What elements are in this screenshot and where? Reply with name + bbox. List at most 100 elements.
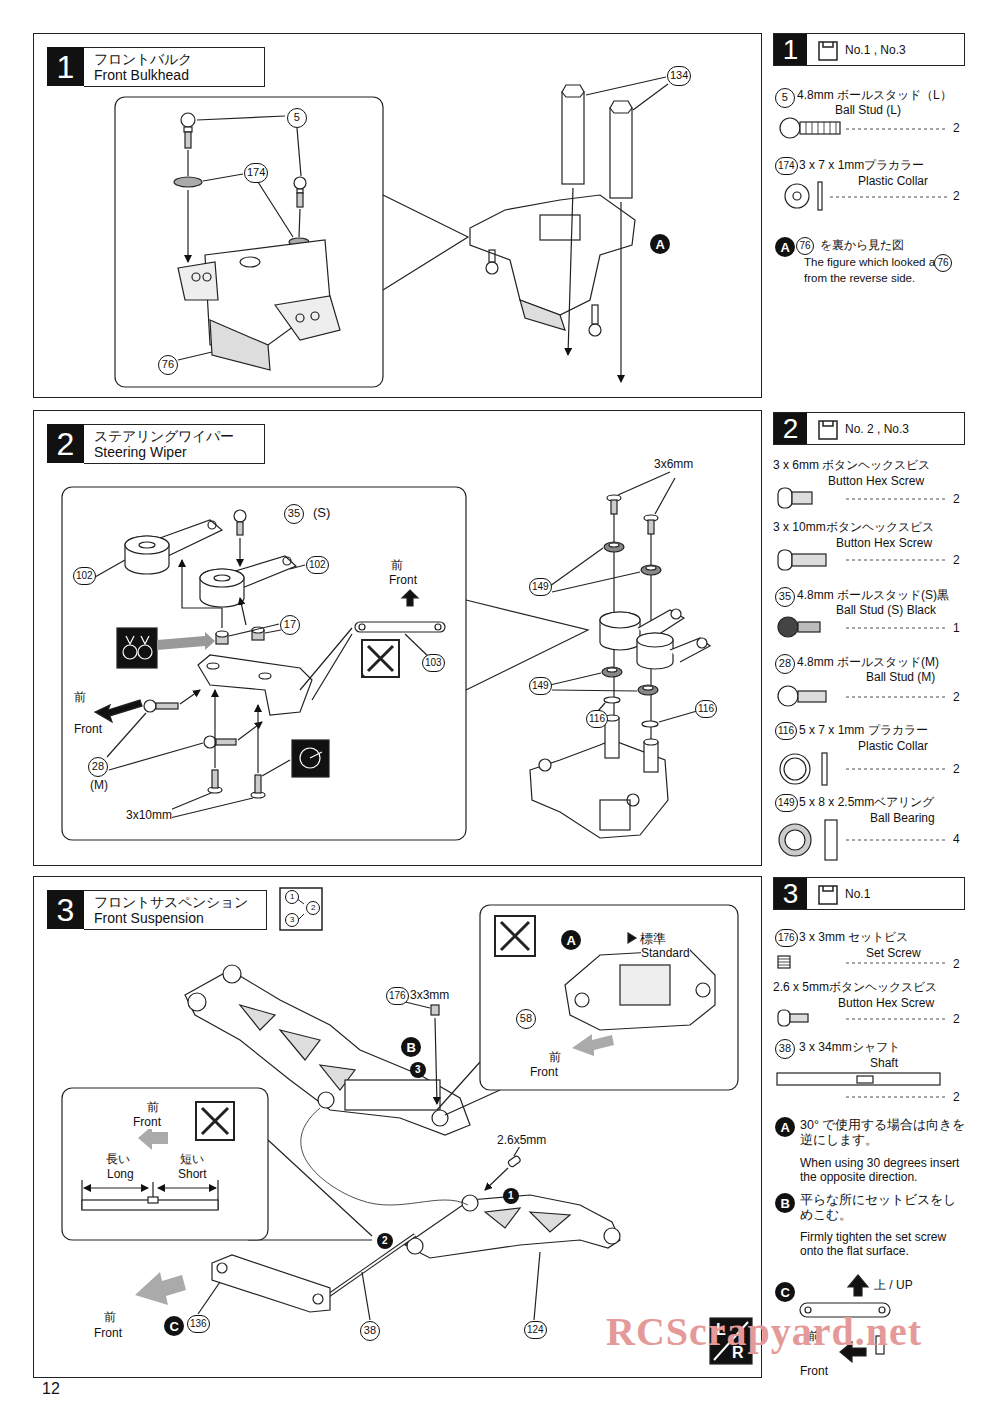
label-text: Shaft xyxy=(870,1056,898,1070)
callout-number: 174 xyxy=(244,163,268,183)
bag-number: No.1 xyxy=(845,887,870,901)
label-text: Button Hex Screw xyxy=(836,536,932,550)
label-text: 標準 xyxy=(640,931,666,947)
step-marker: C xyxy=(164,1316,184,1336)
step-marker: C xyxy=(775,1282,795,1302)
step-title: ステアリングワイパー Steering Wiper xyxy=(94,428,242,460)
callout-number: 103 xyxy=(422,654,445,672)
callout-number: 176 xyxy=(386,987,409,1005)
step-number: 3 xyxy=(47,890,84,929)
label-text: 前 xyxy=(549,1050,561,1064)
label-text: 3 x 6mm ボタンヘックスビス xyxy=(773,458,930,472)
step-title-box: ステアリングワイパー Steering Wiper xyxy=(84,424,265,464)
label-text: 2 xyxy=(953,121,960,135)
parts-header: 1No.1 , No.3 xyxy=(773,33,965,66)
label-text: 前 xyxy=(74,690,86,704)
label-text: Set Screw xyxy=(866,946,921,960)
watermark: RCScrapyard.net xyxy=(606,1308,922,1356)
callout-number: 35 xyxy=(775,587,795,607)
callout-number: 116 xyxy=(586,710,608,728)
label-text: 長い xyxy=(106,1152,130,1166)
label-text: 2 xyxy=(953,690,960,704)
label-text: 12 xyxy=(42,1379,60,1398)
callout-number: 149 xyxy=(529,578,552,596)
label-text: 3 x 7 x 1mmプラカラー xyxy=(799,158,924,172)
step-number: 2 xyxy=(774,413,807,444)
note-text: 30° で使用する場合は向きを逆にします。 xyxy=(800,1118,968,1148)
label-text: 上 / UP xyxy=(874,1278,913,1292)
step-number: 3 xyxy=(774,878,807,909)
step-header: 3 フロントサスペンション Front Suspension xyxy=(47,890,267,930)
callout-number: 134 xyxy=(667,66,691,86)
step-header: 2 ステアリングワイパー Steering Wiper xyxy=(47,424,265,464)
callout-number: 124 xyxy=(524,1321,547,1339)
callout-number: 17 xyxy=(280,615,300,635)
label-text: 2.6 x 5mmボタンヘックスビス xyxy=(773,980,937,994)
label-text: Short xyxy=(178,1167,207,1181)
label-text: (S) xyxy=(313,505,330,521)
label-text: Ball Stud (S) Black xyxy=(836,603,936,617)
label-text: Button Hex Screw xyxy=(838,996,934,1010)
callout-number: 76 xyxy=(796,237,814,255)
label-text: Button Hex Screw xyxy=(828,474,924,488)
step-title: フロントサスペンション Front Suspension xyxy=(94,894,256,926)
parts-header: 2 No. 2 , No.3 xyxy=(773,412,965,445)
note-text: 平らな所にセットビスをしめこむ。 xyxy=(800,1193,968,1223)
label-text: 4.8mm ボールスタッド（L） xyxy=(797,88,952,102)
callout-number: 102 xyxy=(73,567,96,585)
label-text: 3 x 3mm セットビス xyxy=(799,930,908,944)
label-text: Front xyxy=(389,573,417,587)
step-marker: 2 xyxy=(377,1233,393,1249)
callout-number: 149 xyxy=(529,677,552,695)
label-text: 2 xyxy=(953,1012,960,1026)
label-text: Front xyxy=(133,1115,161,1129)
step-number: 2 xyxy=(47,424,84,463)
label-text: Ball Stud (L) xyxy=(835,103,901,117)
callout-number: 38 xyxy=(360,1321,380,1341)
label-text: Ball Stud (M) xyxy=(866,670,935,684)
label-text: 前 xyxy=(391,558,403,572)
bag-number: No. 2 , No.3 xyxy=(845,422,909,436)
label-text: Front xyxy=(94,1326,122,1340)
step-marker: A xyxy=(650,234,670,254)
callout-number: 176 xyxy=(775,929,798,947)
label-text: 3x3mm xyxy=(410,988,449,1002)
callout-number: 102 xyxy=(306,556,329,574)
label-text: 4.8mm ボールスタッド(M) xyxy=(797,655,939,669)
step-header: 1 フロントバルク Front Bulkhead xyxy=(47,47,265,87)
label-text: 1 xyxy=(953,621,960,635)
label-text: The figure which looked at xyxy=(804,256,938,270)
label-text: を裏から見た図 xyxy=(820,238,904,252)
callout-number: 149 xyxy=(775,794,798,812)
label-text: Front xyxy=(530,1065,558,1079)
step-number: 1 xyxy=(774,34,807,65)
label-text: from the reverse side. xyxy=(804,272,915,286)
callout-number: 116 xyxy=(695,700,717,718)
label-text: 3 x 10mmボタンヘックスビス xyxy=(773,520,934,534)
label-text: 2 xyxy=(953,1090,960,1104)
parts-header: 3 No.1 xyxy=(773,877,965,910)
callout-number: 174 xyxy=(775,157,798,175)
callout-number: 116 xyxy=(775,722,797,740)
label-text: 前 xyxy=(104,1310,116,1324)
label-text: 3 x 34mmシャフト xyxy=(799,1040,900,1054)
callout-number: 35 xyxy=(284,504,304,524)
label-text: 2.6x5mm xyxy=(497,1133,546,1147)
label-text: 4 xyxy=(953,832,960,846)
label-text: Long xyxy=(107,1167,134,1181)
step-panel: 1 フロントバルク Front Bulkhead xyxy=(33,33,762,398)
step-marker: A xyxy=(775,1117,795,1137)
callout-number: 58 xyxy=(516,1009,536,1029)
note-text: When using 30 degrees insert the opposit… xyxy=(800,1156,972,1185)
step-title: フロントバルク Front Bulkhead xyxy=(94,51,200,83)
step-number: 1 xyxy=(47,47,84,86)
bag-icon xyxy=(817,417,839,441)
step-title-box: フロントバルク Front Bulkhead xyxy=(84,47,265,87)
callout-number: 76 xyxy=(934,254,952,272)
label-text: 2 xyxy=(953,553,960,567)
step-title-box: フロントサスペンション Front Suspension xyxy=(84,890,267,930)
step-marker: 1 xyxy=(503,1188,519,1204)
callout-number: 38 xyxy=(775,1039,795,1059)
callout-number: 76 xyxy=(158,355,178,375)
label-text: Front xyxy=(800,1364,828,1378)
